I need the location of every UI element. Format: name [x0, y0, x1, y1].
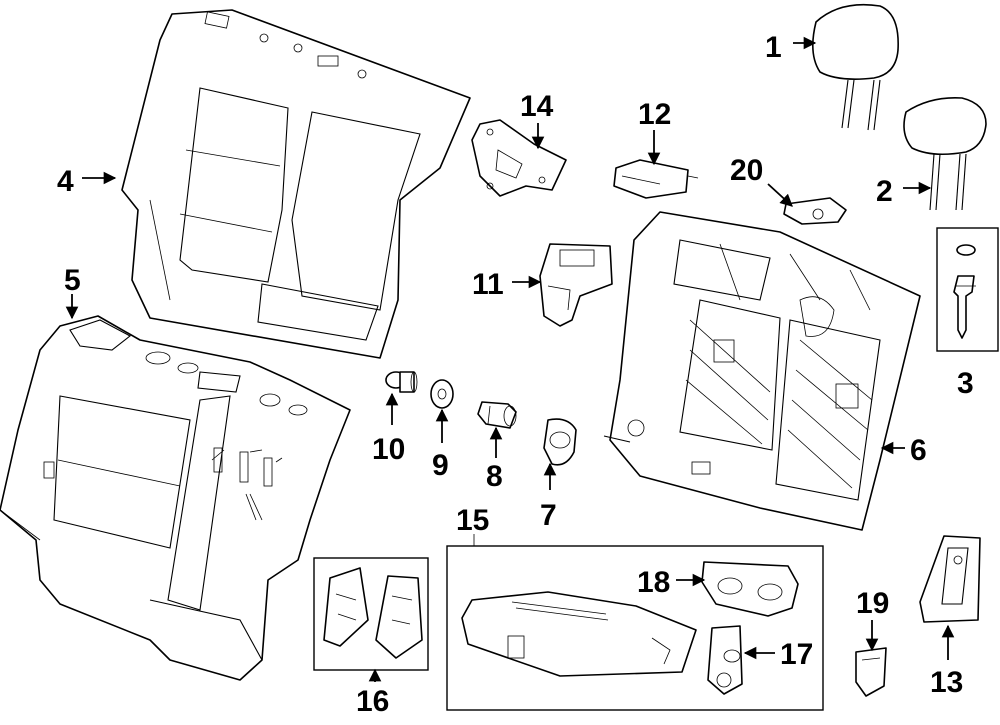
- callout-18: 18: [637, 566, 670, 599]
- spacer-part-8: [477, 401, 517, 429]
- callout-5: 5: [64, 264, 81, 297]
- callout-11: 11: [472, 268, 504, 301]
- callout-14: 14: [520, 90, 554, 123]
- bushing-part-7: [543, 418, 577, 466]
- escutcheon-part-13: [919, 535, 981, 623]
- washer-part-9: [430, 379, 454, 409]
- latch-part-11: [539, 243, 613, 327]
- callout-10: 10: [372, 433, 405, 466]
- callout-16: 16: [356, 685, 389, 718]
- armrest-assembly-part-15: [446, 534, 824, 711]
- callout-3: 3: [957, 367, 974, 400]
- seat-cushion-part: [0, 315, 351, 681]
- callout-4: 4: [57, 165, 74, 198]
- head-restraint-guide-part: [936, 227, 999, 352]
- callout-8: 8: [486, 460, 503, 493]
- head-restraint-part: [812, 3, 899, 131]
- callout-2: 2: [876, 175, 893, 208]
- bezel-part-20: [783, 197, 847, 225]
- cupholder-insert-part-18: [701, 561, 799, 617]
- callout-6: 6: [910, 434, 927, 467]
- callout-17: 17: [780, 638, 813, 671]
- seat-back-frame-part: [603, 211, 921, 531]
- callout-arrows: [65, 36, 955, 682]
- seat-back-cushion-part: [121, 9, 471, 359]
- callout-20: 20: [730, 154, 763, 187]
- bolt-part-10: [385, 371, 418, 393]
- callout-7: 7: [540, 499, 557, 532]
- head-restraint-center-part: [903, 96, 987, 211]
- cap-part-19: [855, 647, 887, 697]
- callout-13: 13: [930, 666, 963, 699]
- trim-cover-part-12: [613, 159, 699, 199]
- cupholder-part-17: [707, 625, 743, 695]
- hinge-bracket-part-14: [471, 119, 567, 197]
- callout-12: 12: [638, 98, 671, 131]
- callout-19: 19: [856, 587, 889, 620]
- cover-set-part-16: [313, 557, 429, 671]
- callout-9: 9: [432, 449, 449, 482]
- callout-1: 1: [765, 31, 782, 64]
- callout-15: 15: [456, 504, 489, 537]
